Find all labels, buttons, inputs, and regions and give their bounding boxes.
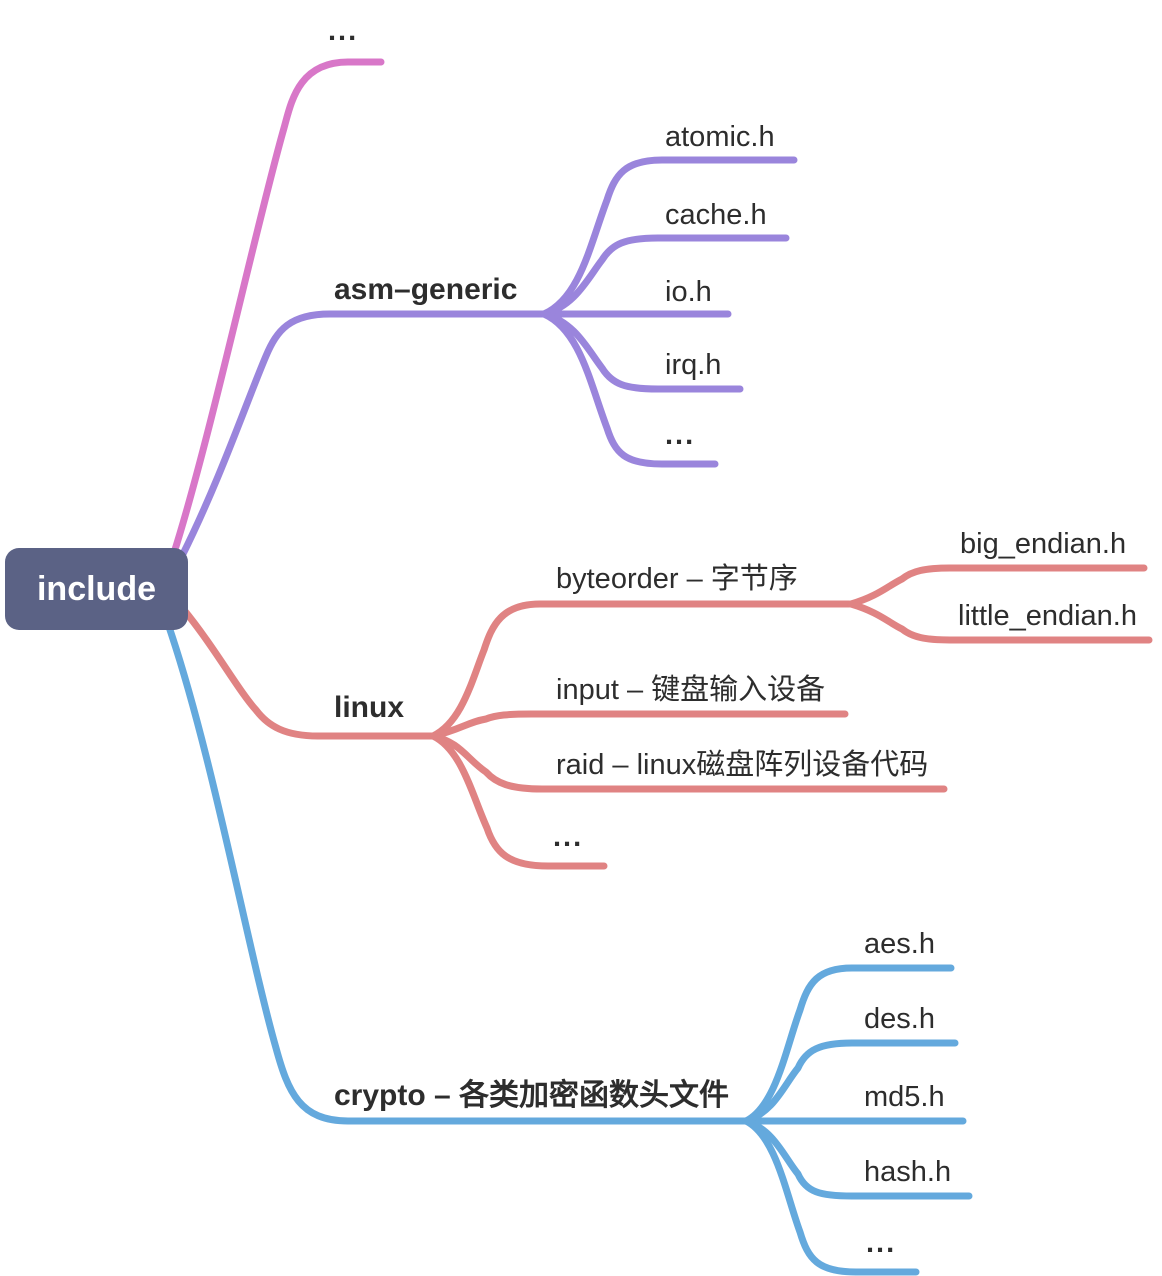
node-linux-ellipsis[interactable]: ... (553, 821, 584, 853)
branch-line-des (742, 1039, 959, 1125)
branch-line-raid (429, 732, 948, 793)
node-linux[interactable]: linux (334, 691, 405, 724)
node-byteorder[interactable]: byteorder – 字节序 (556, 563, 798, 595)
node-cache-h[interactable]: cache.h (665, 199, 767, 231)
branch-line-asm-generic (178, 310, 732, 560)
node-input[interactable]: input – 键盘输入设备 (556, 674, 826, 706)
node-top-ellipsis[interactable]: ... (328, 15, 359, 47)
branch-line-asm-ellipsis (540, 310, 719, 468)
branch-line-linux-ellipsis (429, 732, 608, 870)
node-aes-h[interactable]: aes.h (864, 928, 935, 960)
node-atomic-h[interactable]: atomic.h (665, 121, 775, 153)
branch-line-crypto (164, 620, 967, 1125)
branch-line-big-endian (847, 564, 1148, 608)
node-asm-generic[interactable]: asm–generic (334, 273, 518, 306)
node-des-h[interactable]: des.h (864, 1003, 935, 1035)
node-irq-h[interactable]: irq.h (665, 349, 722, 381)
node-crypto[interactable]: crypto – 各类加密函数头文件 (334, 1079, 730, 1112)
branch-line-top-ellipsis (169, 58, 385, 560)
node-md5-h[interactable]: md5.h (864, 1081, 945, 1113)
branch-line-linux (180, 606, 437, 740)
branch-line-atomic (540, 156, 798, 318)
root-node-include[interactable]: include (5, 548, 188, 630)
node-raid[interactable]: raid – linux磁盘阵列设备代码 (556, 749, 929, 781)
node-crypto-ellipsis[interactable]: ... (866, 1227, 897, 1259)
node-io-h[interactable]: io.h (665, 276, 712, 308)
node-big-endian-h[interactable]: big_endian.h (960, 528, 1127, 560)
branch-line-irq (540, 310, 744, 393)
branch-line-crypto-ellipsis (742, 1117, 920, 1276)
branch-line-little-endian (847, 600, 1153, 644)
branch-line-cache (540, 234, 790, 318)
branch-line-input (429, 710, 849, 740)
node-hash-h[interactable]: hash.h (864, 1156, 952, 1188)
branch-line-byteorder (429, 600, 853, 740)
node-little-endian-h[interactable]: little_endian.h (958, 600, 1137, 632)
branch-line-aes (742, 964, 955, 1125)
branch-line-hash (742, 1117, 973, 1200)
node-asm-ellipsis[interactable]: ... (665, 419, 696, 451)
